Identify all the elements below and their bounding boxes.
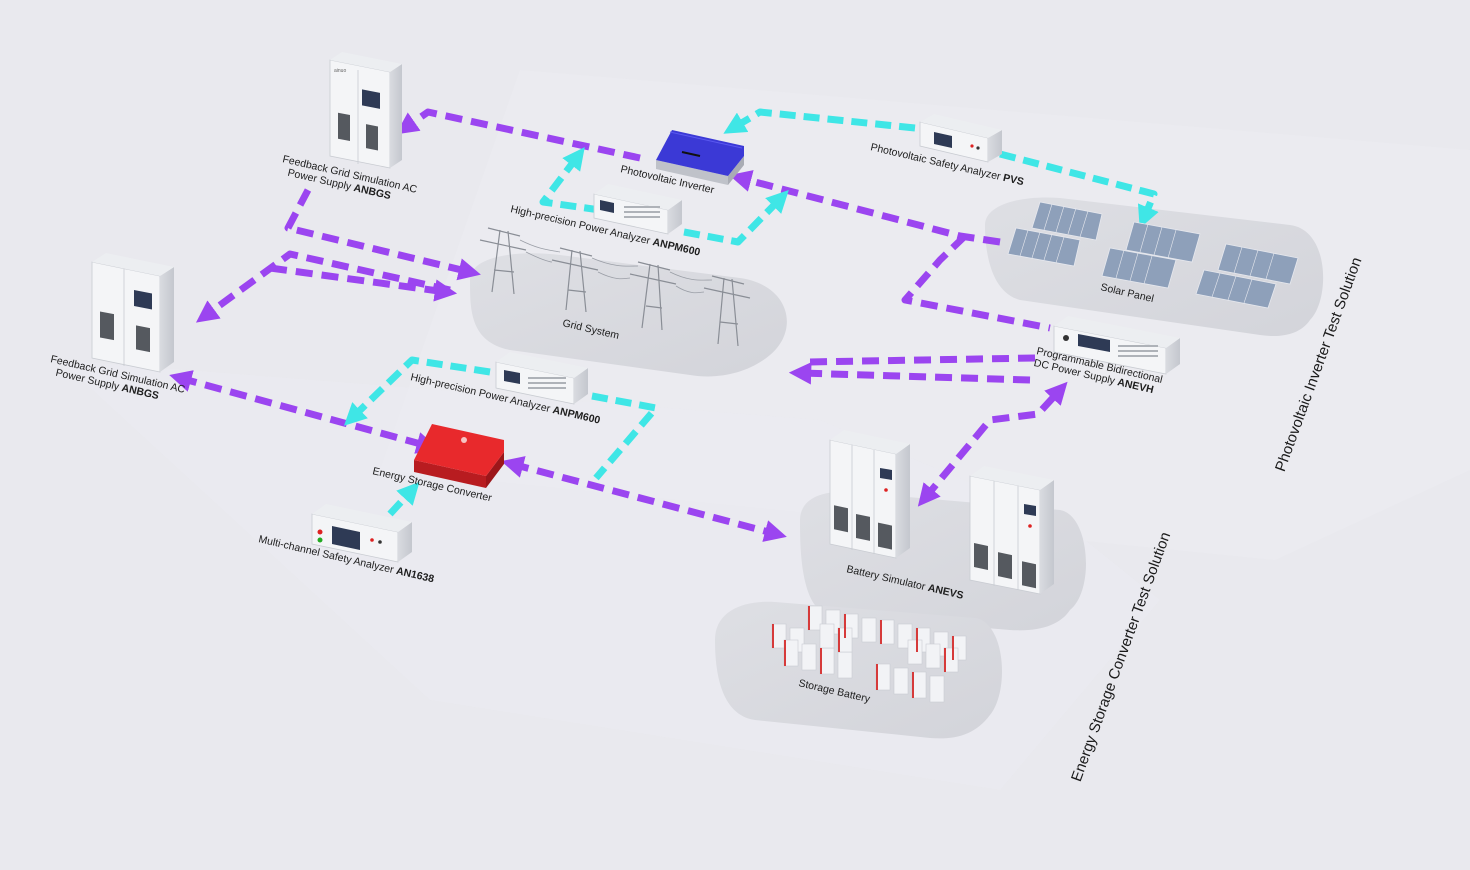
anpm-mid-device (495, 352, 588, 405)
link-left-to-grid-second (269, 264, 458, 302)
storage-battery-platform (715, 601, 1002, 739)
link-inverter-to-anbgs-top (395, 108, 641, 162)
anevh-device (1053, 316, 1180, 375)
link-anevh-to-left-2 (788, 362, 1031, 385)
esc-device (414, 424, 504, 488)
link-pvs-to-solar (999, 150, 1159, 229)
link-esc-to-battery-sim (501, 456, 787, 542)
solar-panels (1007, 201, 1299, 309)
anbgs-top-brand: ainuo (334, 68, 346, 74)
anevs-cabinet-1 (829, 430, 910, 559)
link-anpm-mid-to-esc-right (591, 392, 660, 481)
anpm-top-device (593, 184, 682, 235)
anevs-cabinet-2 (969, 466, 1054, 595)
grid-towers (479, 227, 751, 347)
link-pvs-to-inverter (723, 108, 916, 134)
link-anpm-top-to-solar-line (683, 189, 789, 246)
connection-lines (169, 108, 1159, 542)
link-grid-to-anbgs-left (195, 250, 451, 323)
link-anpm-mid-to-esc (343, 356, 491, 426)
anbgs-top-cabinet: ainuo (329, 52, 402, 169)
anbgs-left-cabinet (91, 253, 174, 373)
link-an1638-to-esc (387, 481, 420, 517)
link-battery-sim-to-anevh (917, 381, 1068, 507)
link-anpm-top-to-inverter (539, 147, 601, 214)
pvs-device (919, 114, 1002, 163)
link-solar-to-anevh (901, 233, 1051, 332)
link-anevh-to-left-1 (807, 354, 1036, 366)
grid-system-platform (470, 253, 787, 377)
storage-battery-racks (771, 605, 967, 703)
link-anbgs-top-to-grid (284, 188, 481, 281)
an1638-device (311, 504, 412, 563)
link-anbgs-left-to-esc (169, 370, 439, 454)
pv-inverter-device (656, 130, 744, 185)
